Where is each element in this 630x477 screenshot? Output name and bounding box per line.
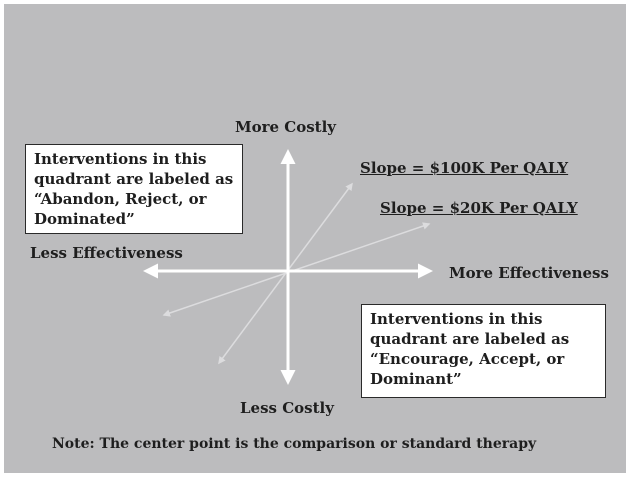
box-line: “Abandon, Reject, or <box>34 190 207 208</box>
cost-effectiveness-plane <box>143 149 433 385</box>
lower-right-quadrant-box: Interventions in this quadrant are label… <box>361 304 606 398</box>
box-line: Dominated” <box>34 210 135 228</box>
box-line: Interventions in this <box>34 150 207 168</box>
diagram-canvas: More Costly Less Costly Less Effectivene… <box>4 4 626 473</box>
axis-label-less-effectiveness: Less Effectiveness <box>30 244 183 262</box>
footnote: Note: The center point is the comparison… <box>52 436 537 452</box>
box-line: quadrant are labeled as <box>34 170 234 188</box>
slope-label-20k: Slope = $20K Per QALY <box>380 199 578 217</box>
box-line: Interventions in this <box>370 310 543 328</box>
box-line: quadrant are labeled as <box>370 330 570 348</box>
axis-label-less-costly: Less Costly <box>240 399 334 417</box>
upper-left-quadrant-box: Interventions in this quadrant are label… <box>25 144 243 234</box>
box-line: “Encourage, Accept, or <box>370 350 565 368</box>
axis-label-more-costly: More Costly <box>235 118 337 136</box>
axis-label-more-effectiveness: More Effectiveness <box>449 264 609 282</box>
box-line: Dominant” <box>370 370 462 388</box>
slope-label-100k: Slope = $100K Per QALY <box>360 159 569 177</box>
